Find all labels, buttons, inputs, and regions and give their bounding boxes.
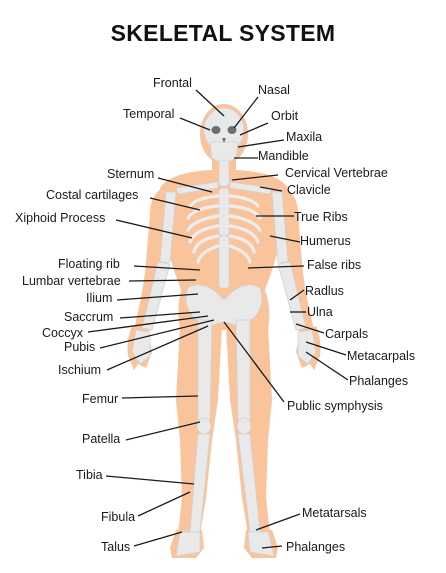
label-pubis: Pubis xyxy=(64,340,95,354)
label-talus: Talus xyxy=(101,540,130,554)
label-coccyx: Coccyx xyxy=(42,326,84,340)
label-ulna: Ulna xyxy=(307,305,333,319)
label-humerus: Humerus xyxy=(300,234,351,248)
leader-lines xyxy=(87,89,349,549)
label-nasal: Nasal xyxy=(258,83,290,97)
label-ilium: Ilium xyxy=(86,291,112,305)
label-phalanges-foot: Phalanges xyxy=(286,540,345,554)
label-frontal: Frontal xyxy=(153,76,192,90)
label-lumbar-vertebrae: Lumbar vertebrae xyxy=(22,274,121,288)
label-ischium: Ischium xyxy=(58,363,101,377)
label-xiphoid-process: Xiphoid Process xyxy=(15,211,105,225)
skeleton-bones xyxy=(131,107,317,557)
label-metatarsals: Metatarsals xyxy=(302,506,367,520)
label-cervical-vertebrae: Cervical Vertebrae xyxy=(285,166,388,180)
label-false-ribs: False ribs xyxy=(307,258,361,272)
label-public-symphysis: Public symphysis xyxy=(287,399,383,413)
label-femur: Femur xyxy=(82,392,118,406)
label-saccrum: Saccrum xyxy=(64,310,113,324)
label-carpals: Carpals xyxy=(325,327,368,341)
label-true-ribs: True Ribs xyxy=(294,210,348,224)
label-floating-rib: Floating rib xyxy=(58,257,120,271)
label-patella: Patella xyxy=(82,432,120,446)
label-phalanges-hand: Phalanges xyxy=(349,374,408,388)
label-costal-cartilages: Costal cartilages xyxy=(46,188,138,202)
label-orbit: Orbit xyxy=(271,109,299,123)
label-temporal: Temporal xyxy=(123,107,174,121)
rib-cage xyxy=(186,194,262,264)
label-maxila: Maxila xyxy=(286,130,322,144)
label-tibia: Tibia xyxy=(76,468,103,482)
label-fibula: Fibula xyxy=(101,510,135,524)
bone-labels: Frontal Nasal Temporal Orbit Maxila Mand… xyxy=(15,76,415,554)
label-sternum: Sternum xyxy=(107,167,154,181)
label-mandible: Mandible xyxy=(258,149,309,163)
label-radius: Radlus xyxy=(305,284,344,298)
label-metacarpals: Metacarpals xyxy=(347,349,415,363)
diagram-title: SKELETAL SYSTEM xyxy=(110,20,336,46)
label-clavicle: Clavicle xyxy=(287,183,331,197)
